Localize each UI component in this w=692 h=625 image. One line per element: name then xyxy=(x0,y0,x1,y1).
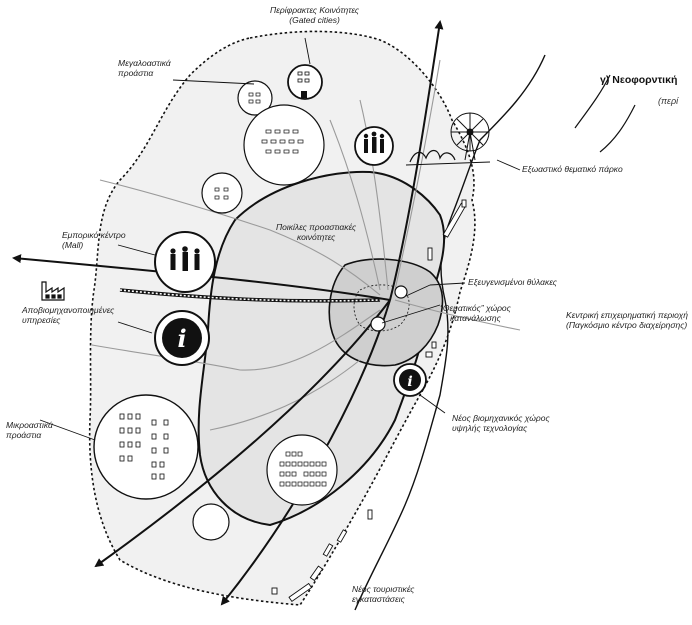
core-inner xyxy=(353,284,410,332)
leader-lines xyxy=(39,37,521,441)
gated-community xyxy=(287,64,323,100)
label-theme-park: Εξωαστικό θεματικό πάρκο xyxy=(522,164,623,174)
hitech-info-glyph: i xyxy=(407,374,412,390)
label-cbd: Κεντρική επιχειρηματική περιοχή(Παγκόσμι… xyxy=(566,310,689,330)
coastline-far-2 xyxy=(599,104,636,153)
upper-suburbs-houses xyxy=(214,92,304,200)
coastline xyxy=(354,54,546,611)
enclave-circle xyxy=(394,285,408,299)
label-gated: Περίφρακτες Κοινότητες(Gated cities) xyxy=(270,5,360,25)
railway xyxy=(119,288,381,303)
upper-suburbs xyxy=(201,80,325,214)
coastal-buildings xyxy=(271,199,467,602)
gray-roads xyxy=(91,59,521,431)
factory-icon xyxy=(41,281,65,301)
hitech-info-icon: i xyxy=(393,363,427,397)
dense-housing xyxy=(266,434,338,506)
mall-circle xyxy=(154,231,216,293)
label-enclaves: Εξευγενισμένοι θύλακες xyxy=(468,277,557,287)
rollercoaster-icon xyxy=(405,149,491,166)
services-info-glyph: i xyxy=(177,324,186,353)
thematic-circle xyxy=(370,316,386,332)
petit-suburbs xyxy=(93,394,199,500)
highway-arrows xyxy=(12,20,444,606)
community-people xyxy=(354,126,394,166)
services-info-icon: i xyxy=(154,310,210,366)
page-title: γ) Νεοφορντική xyxy=(600,74,678,86)
ferris-wheel-icon xyxy=(450,112,490,161)
coastline-far xyxy=(574,74,611,129)
label-mall: Εμπορικό κέντρο(Mall) xyxy=(62,230,126,250)
page-subtitle: (περί xyxy=(658,96,679,106)
small-empty-circle xyxy=(192,503,230,541)
